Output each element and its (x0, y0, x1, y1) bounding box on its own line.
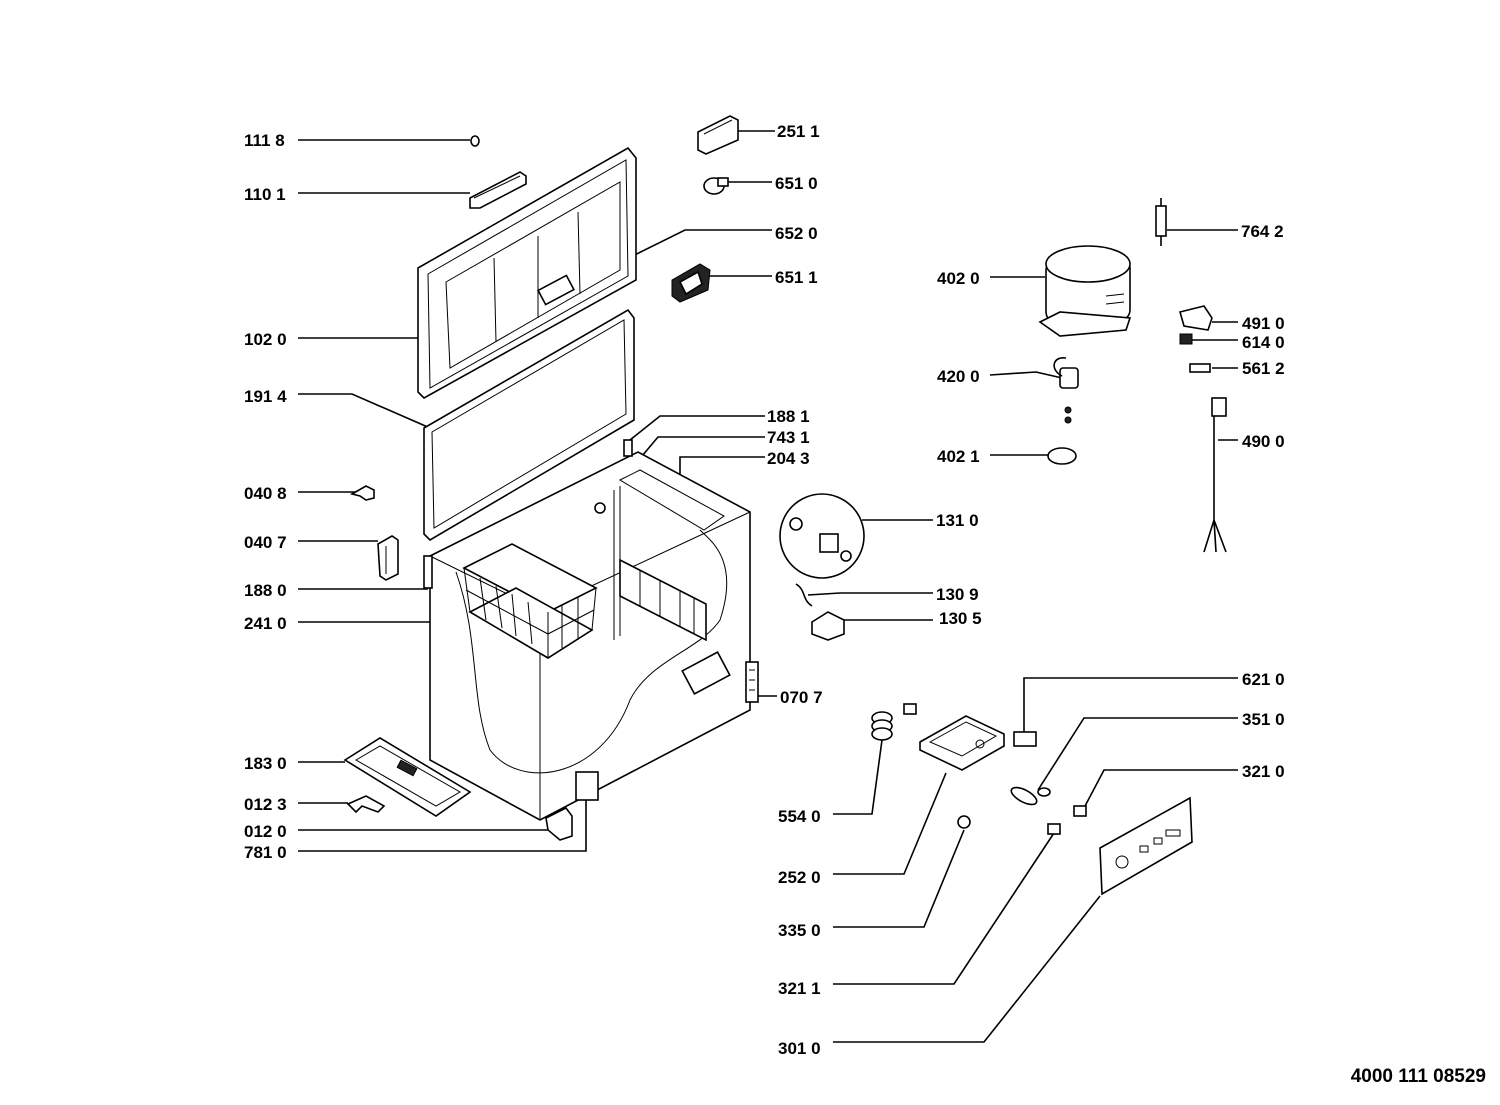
control-panel-part-301-0 (1099, 796, 1193, 896)
label-111-8: 111 8 (244, 131, 285, 150)
thermostat-part-131-0 (779, 493, 865, 579)
label-131-0: 131 0 (936, 511, 979, 530)
connector-part-621-0 (1013, 731, 1037, 747)
label-251-1: 251 1 (777, 122, 820, 141)
lid-handle-part-110-1 (469, 171, 527, 209)
label-490-0: 490 0 (1242, 432, 1285, 451)
bracket-part-491-0 (1179, 305, 1213, 331)
lens-part-321-1 (1047, 823, 1061, 835)
label-420-0: 420 0 (937, 367, 980, 386)
label-102-0: 102 0 (244, 330, 287, 349)
drain-plug-part-743-1 (594, 502, 606, 514)
mount-part-402-1 (1047, 447, 1077, 465)
hinge-clip-part-040-8 (349, 485, 375, 501)
label-110-1: 110 1 (244, 185, 286, 204)
gasket-part-191-4 (423, 308, 635, 542)
label-plate-part-781-0 (575, 771, 599, 801)
plug-part-111-8 (470, 135, 480, 147)
label-743-1: 743 1 (767, 428, 810, 447)
label-321-1: 321 1 (778, 979, 821, 998)
document-number: 4000 111 08529 (1350, 1066, 1486, 1087)
label-614-0: 614 0 (1242, 333, 1285, 352)
label-040-7: 040 7 (244, 533, 287, 552)
right-leader-lines (989, 229, 1238, 456)
mid-right-leader-lines (758, 519, 933, 697)
knob-part-335-0 (957, 815, 971, 829)
label-130-9: 130 9 (936, 585, 979, 604)
compressor-part-402-0 (1038, 245, 1132, 337)
bottom-leader-lines (833, 677, 1238, 1043)
label-651-1: 651 1 (775, 268, 818, 287)
hinge-part-040-7 (377, 535, 399, 581)
label-402-1: 402 1 (937, 447, 980, 466)
label-351-0: 351 0 (1242, 710, 1285, 729)
label-652-0: 652 0 (775, 224, 818, 243)
label-781-0: 781 0 (244, 843, 287, 862)
label-491-0: 491 0 (1242, 314, 1285, 333)
label-561-2: 561 2 (1242, 359, 1285, 378)
indicator-lamp-part-351-0 (1010, 786, 1051, 806)
label-335-0: 335 0 (778, 921, 821, 940)
label-651-0: 651 0 (775, 174, 818, 193)
spring-part-554-0 (871, 703, 917, 741)
grommet-bottom (1064, 416, 1072, 424)
lens-part-321-0 (1073, 805, 1087, 817)
lamp-holder-part-651-1 (671, 263, 711, 303)
label-621-0: 621 0 (1242, 670, 1285, 689)
label-012-0: 012 0 (244, 822, 287, 841)
label-191-4: 191 4 (244, 387, 287, 406)
knob-housing-part-130-5 (811, 611, 845, 641)
foot-part-012-0 (545, 806, 573, 841)
label-321-0: 321 0 (1242, 762, 1285, 781)
label-241-0: 241 0 (244, 614, 287, 633)
label-554-0: 554 0 (778, 807, 821, 826)
sensor-wire-part-130-9 (795, 583, 813, 607)
evaporator-part-204-3 (619, 558, 707, 642)
left-leader-lines (298, 139, 587, 852)
grommet-top (1064, 406, 1072, 414)
base-plate-part-183-0 (343, 737, 472, 817)
switch-part-614-0 (1179, 333, 1193, 345)
lamp-part-651-0 (703, 177, 729, 195)
label-301-0: 301 0 (778, 1039, 821, 1058)
label-252-0: 252 0 (778, 868, 821, 887)
label-070-7: 070 7 (780, 688, 823, 707)
control-box-part-252-0 (919, 715, 1005, 771)
label-402-0: 402 0 (937, 269, 980, 288)
power-cord-part-490-0 (1203, 397, 1227, 553)
vent-grille-part-070-7 (745, 661, 759, 703)
filter-drier-part-764-2 (1155, 198, 1167, 246)
label-188-1: 188 1 (767, 407, 810, 426)
relay-part-420-0 (1053, 357, 1079, 389)
label-204-3: 204 3 (767, 449, 810, 468)
label-183-0: 183 0 (244, 754, 287, 773)
lid-part-102-0 (417, 146, 637, 399)
basket-part-241-0 (462, 543, 598, 659)
fuse-part-561-2 (1189, 363, 1211, 373)
label-764-2: 764 2 (1241, 222, 1284, 241)
label-040-8: 040 8 (244, 484, 287, 503)
bracket-part-012-3 (346, 795, 386, 814)
label-188-0: 188 0 (244, 581, 287, 600)
label-012-3: 012 3 (244, 795, 287, 814)
cabinet-body (423, 439, 751, 821)
light-cover-part-251-1 (697, 115, 739, 155)
label-130-5: 130 5 (939, 609, 982, 628)
